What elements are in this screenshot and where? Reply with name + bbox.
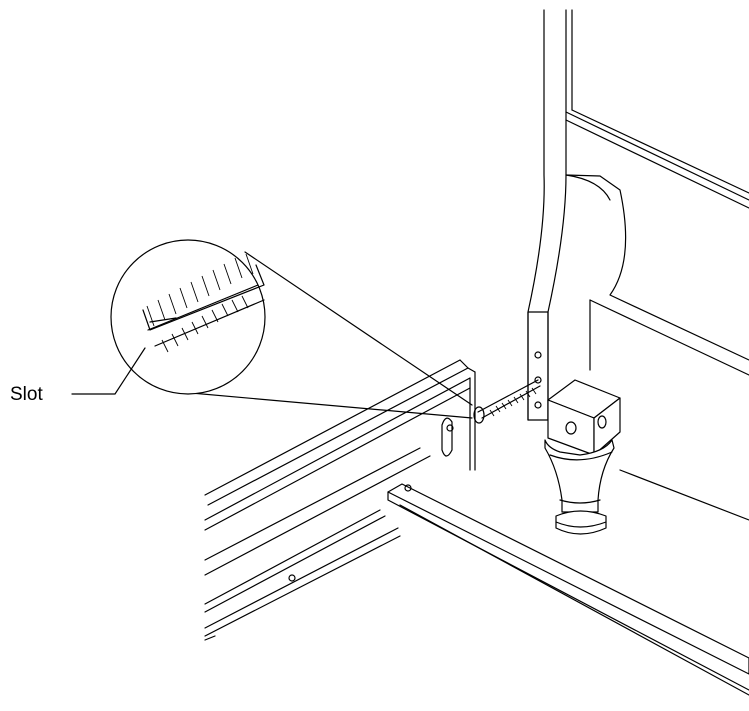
bolt	[473, 379, 541, 424]
inner-rail	[204, 483, 749, 696]
side-rail	[204, 359, 476, 576]
slot-label: Slot	[10, 384, 43, 405]
magnifier-leader-lines	[179, 251, 473, 419]
magnifier-detail	[110, 239, 266, 395]
tapered-foot	[544, 439, 615, 535]
headboard-rail	[565, 109, 749, 376]
slot-leader-line	[71, 347, 146, 395]
leg-block	[547, 379, 621, 456]
base-platform	[619, 469, 749, 521]
headboard-post	[527, 9, 573, 421]
